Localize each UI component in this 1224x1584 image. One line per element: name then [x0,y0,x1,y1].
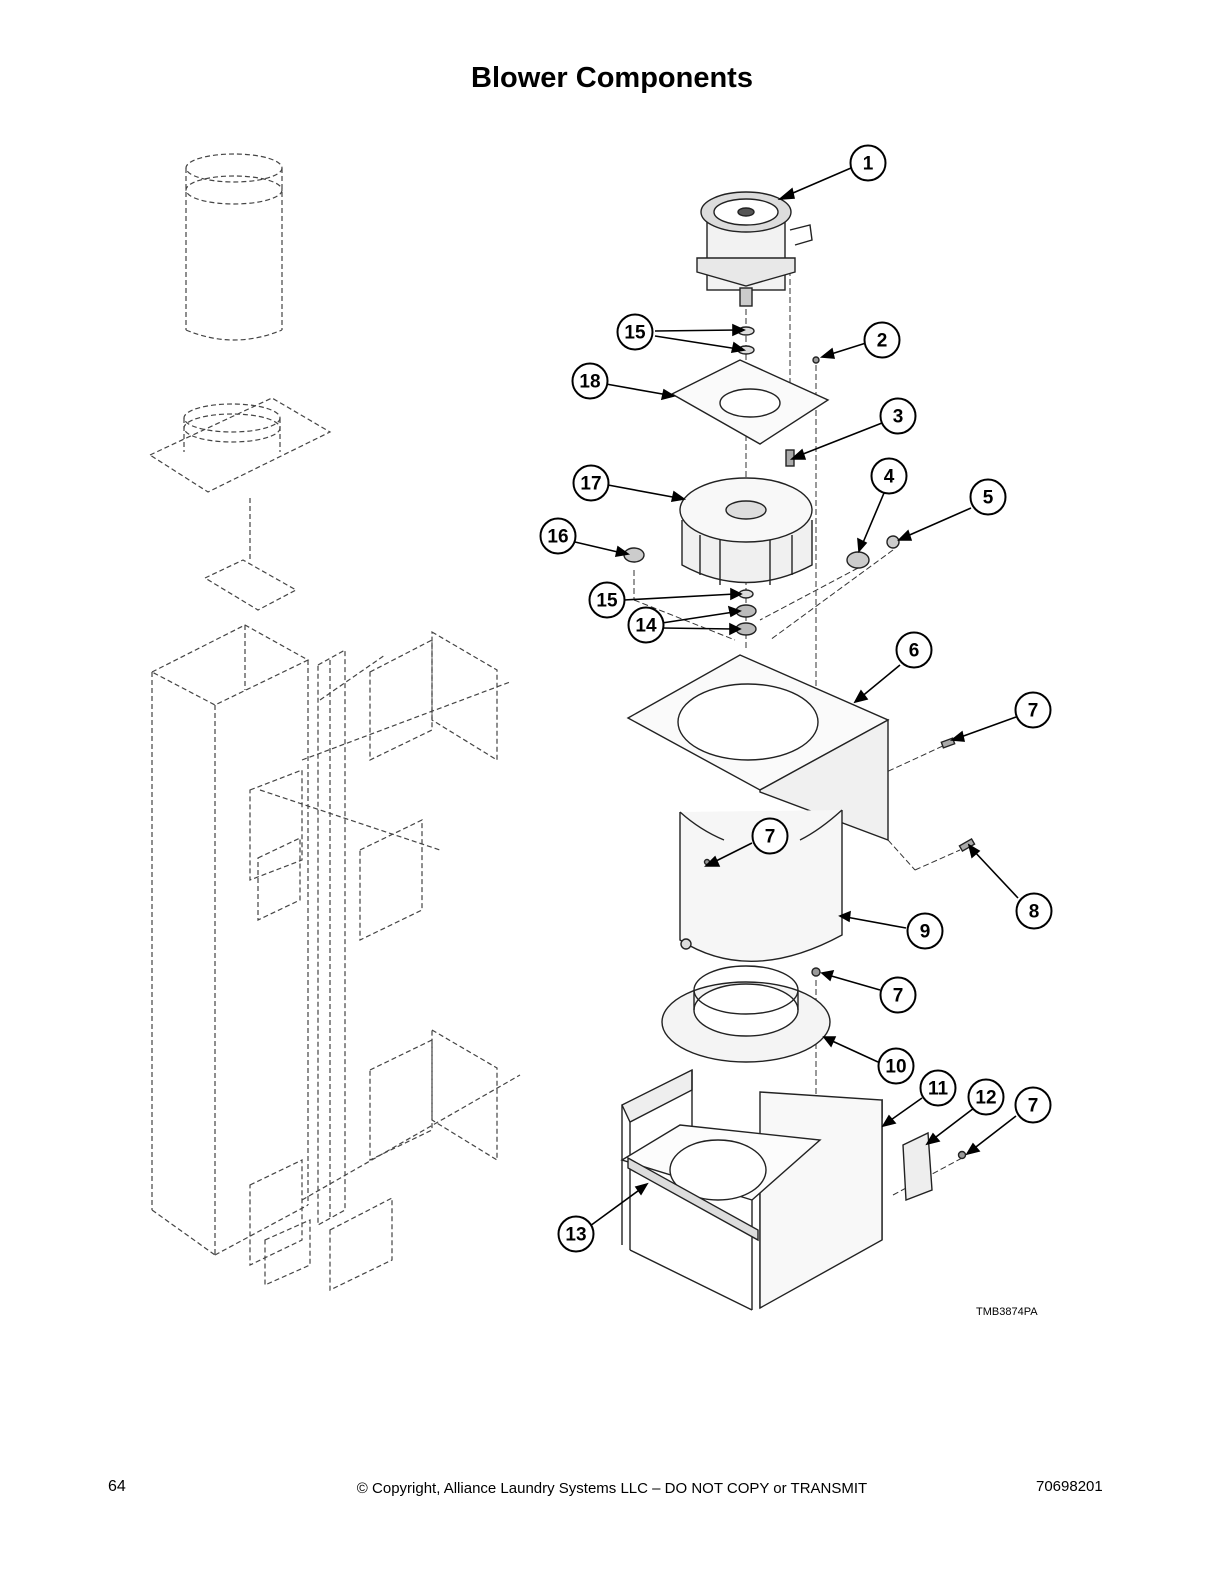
callout-7d: 7 [1014,1086,1052,1124]
callout-15b: 15 [588,581,626,619]
callout-8: 8 [1015,892,1053,930]
callout-2: 2 [863,321,901,359]
motor [696,191,813,307]
svg-text:8: 8 [1029,902,1040,923]
blower-wheel [679,477,813,585]
callout-1: 1 [849,144,887,182]
svg-text:15: 15 [624,323,646,344]
svg-text:7: 7 [893,986,904,1007]
figure-id: TMB3874PA [976,1306,1038,1318]
blower-parts [620,191,976,1311]
inlet-ring [661,965,831,1063]
callouts: 1 2 3 4 5 6 7 7 7 7 8 9 10 11 12 13 14 1… [539,144,1053,1253]
svg-text:12: 12 [975,1088,996,1109]
svg-text:7: 7 [1028,701,1039,722]
callout-6: 6 [895,631,933,669]
svg-text:9: 9 [920,922,931,943]
svg-text:7: 7 [765,827,776,848]
svg-text:13: 13 [565,1225,586,1246]
callout-9: 9 [906,912,944,950]
callout-10: 10 [877,1047,915,1085]
document-number: 70698201 [1036,1478,1103,1495]
callout-4: 4 [870,457,908,495]
callout-18: 18 [571,362,609,400]
page-number: 64 [108,1478,126,1495]
svg-text:15: 15 [596,591,618,612]
copyright-notice: © Copyright, Alliance Laundry Systems LL… [356,1480,868,1497]
ghost-cabinet-assembly [148,153,521,1291]
svg-text:6: 6 [909,641,920,662]
housing-bracket [626,654,890,842]
callout-7c: 7 [879,976,917,1014]
callout-12: 12 [967,1078,1005,1116]
leader-lines [574,167,1019,1227]
svg-text:14: 14 [635,616,657,637]
callout-17: 17 [572,464,610,502]
page-title: Blower Components [471,62,753,94]
callout-15a: 15 [616,313,654,351]
base-frame [620,1068,883,1311]
svg-text:17: 17 [580,474,601,495]
svg-text:10: 10 [885,1057,906,1078]
callout-7a: 7 [1014,691,1052,729]
callout-13: 13 [557,1215,595,1253]
svg-text:16: 16 [547,527,568,548]
callout-14: 14 [627,606,665,644]
callout-3: 3 [879,397,917,435]
svg-text:2: 2 [877,331,888,352]
svg-text:5: 5 [983,488,994,509]
svg-text:3: 3 [893,407,904,428]
svg-text:1: 1 [863,154,874,175]
svg-text:11: 11 [928,1079,949,1100]
callout-7b: 7 [751,817,789,855]
svg-text:18: 18 [579,372,600,393]
callout-16: 16 [539,517,577,555]
svg-text:4: 4 [884,467,895,488]
svg-text:7: 7 [1028,1096,1039,1117]
callout-5: 5 [969,478,1007,516]
scroll-housing [679,809,843,962]
callout-11: 11 [919,1069,957,1107]
